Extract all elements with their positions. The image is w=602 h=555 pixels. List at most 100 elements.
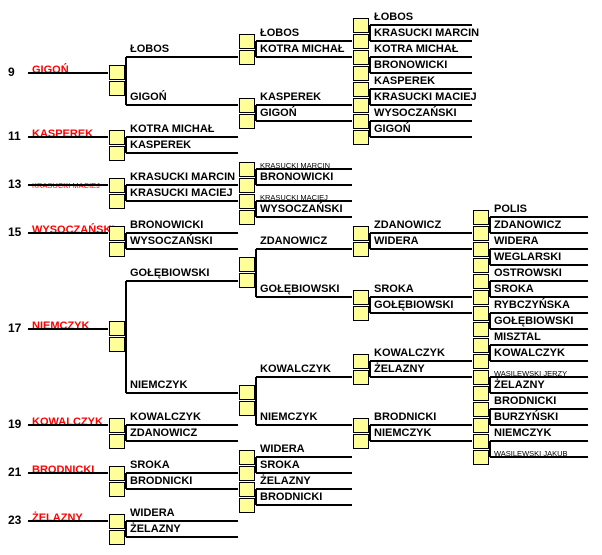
score-box xyxy=(473,242,489,257)
round2-player: WYSOCZAŃSKI xyxy=(260,203,343,215)
round3-line xyxy=(370,40,472,42)
round2-player: KOWALCZYK xyxy=(260,363,331,375)
score-box xyxy=(109,466,125,481)
round2-player: KRASUCKI MARCIN xyxy=(260,161,331,170)
round4-player: RYBCZYŃSKA xyxy=(494,299,570,311)
seed-player: KASPEREK xyxy=(32,128,94,140)
round2-line xyxy=(256,248,352,250)
round1-line xyxy=(126,280,238,282)
round1-line xyxy=(126,184,238,186)
bracket-connector xyxy=(125,137,127,153)
round3-line xyxy=(370,440,472,442)
round4-line xyxy=(490,424,588,426)
seed-player: GIGOŃ xyxy=(32,64,69,76)
round2-line xyxy=(256,488,352,490)
score-box xyxy=(109,65,125,80)
seed-line xyxy=(28,232,108,234)
bracket-connector xyxy=(255,41,257,57)
score-box xyxy=(109,194,125,209)
round1-player: KOWALCZYK xyxy=(130,411,201,423)
round3-player: ŻELAZNY xyxy=(374,363,425,375)
bracket-connector xyxy=(369,89,371,105)
round3-player: ŁOBOS xyxy=(374,11,414,23)
score-box xyxy=(239,210,255,225)
score-box xyxy=(239,98,255,113)
round2-line xyxy=(256,424,352,426)
round3-player: SROKA xyxy=(374,283,414,295)
round1-player: NIEMCZYK xyxy=(130,379,188,391)
round4-player: POLIS xyxy=(494,203,528,215)
round1-player: KRASUCKI MACIEJ xyxy=(130,187,233,199)
seed-player: WYSOCZAŃSKI xyxy=(32,224,115,236)
round2-player: BRONOWICKI xyxy=(260,171,334,183)
round4-line xyxy=(490,216,588,218)
round1-player: GOŁĘBIOWSKI xyxy=(130,267,210,279)
bracket-connector xyxy=(489,313,491,329)
round2-line xyxy=(256,40,352,42)
score-box xyxy=(109,81,125,96)
score-box xyxy=(353,18,369,33)
bracket-connector xyxy=(125,521,127,537)
bracket-connector xyxy=(125,425,127,441)
round3-line xyxy=(370,312,472,314)
score-box xyxy=(109,482,125,497)
round2-player: KASPEREK xyxy=(260,91,322,103)
round2-player: SROKA xyxy=(260,459,300,471)
round2-player: WIDERA xyxy=(260,443,305,455)
score-box xyxy=(353,242,369,257)
seed-line xyxy=(28,520,108,522)
round2-player: ŁOBOS xyxy=(260,27,300,39)
bracket-connector xyxy=(489,281,491,297)
round1-line xyxy=(126,536,238,538)
score-box xyxy=(353,34,369,49)
seed-line xyxy=(28,424,108,426)
round1-line xyxy=(126,152,238,154)
score-box xyxy=(473,434,489,449)
round3-player: GOŁĘBIOWSKI xyxy=(374,299,454,311)
score-box xyxy=(353,114,369,129)
round4-line xyxy=(490,264,588,266)
seed-number: 11 xyxy=(8,129,21,143)
score-box xyxy=(353,98,369,113)
round2-player: ZDANOWICZ xyxy=(260,235,328,247)
round4-line xyxy=(490,344,588,346)
round3-line xyxy=(370,232,472,234)
seed-player: BRODNICKI xyxy=(32,464,95,476)
score-box xyxy=(353,66,369,81)
bracket-connector xyxy=(369,57,371,73)
bracket-connector xyxy=(489,217,491,233)
round4-line xyxy=(490,296,588,298)
round2-player: ŻELAZNY xyxy=(260,475,311,487)
seed-player: ŻELAZNY xyxy=(32,512,83,524)
round3-player: KOTRA MICHAŁ xyxy=(374,43,459,55)
bracket-connector xyxy=(255,169,257,185)
round1-player: ŁOBOS xyxy=(130,43,170,55)
round2-line xyxy=(256,472,352,474)
score-box xyxy=(353,434,369,449)
round2-player: BRODNICKI xyxy=(260,491,323,503)
score-box xyxy=(353,370,369,385)
round4-line xyxy=(490,360,588,362)
seed-number: 15 xyxy=(8,225,22,239)
score-box xyxy=(473,274,489,289)
round3-line xyxy=(370,424,472,426)
round3-line xyxy=(370,104,472,106)
score-box xyxy=(239,114,255,129)
round4-line xyxy=(490,456,588,458)
round1-player: BRONOWICKI xyxy=(130,219,204,231)
round3-line xyxy=(370,296,472,298)
round3-line xyxy=(370,120,472,122)
round4-line xyxy=(490,312,588,314)
score-box xyxy=(239,178,255,193)
seed-line xyxy=(28,184,108,186)
seed-line xyxy=(28,72,108,74)
score-box xyxy=(353,418,369,433)
round2-player: NIEMCZYK xyxy=(260,411,318,423)
round2-player: GOŁĘBIOWSKI xyxy=(260,283,340,295)
round2-line xyxy=(256,200,352,202)
round3-line xyxy=(370,24,472,26)
round3-line xyxy=(370,72,472,74)
round3-player: WIDERA xyxy=(374,235,419,247)
seed-number: 23 xyxy=(8,513,22,527)
